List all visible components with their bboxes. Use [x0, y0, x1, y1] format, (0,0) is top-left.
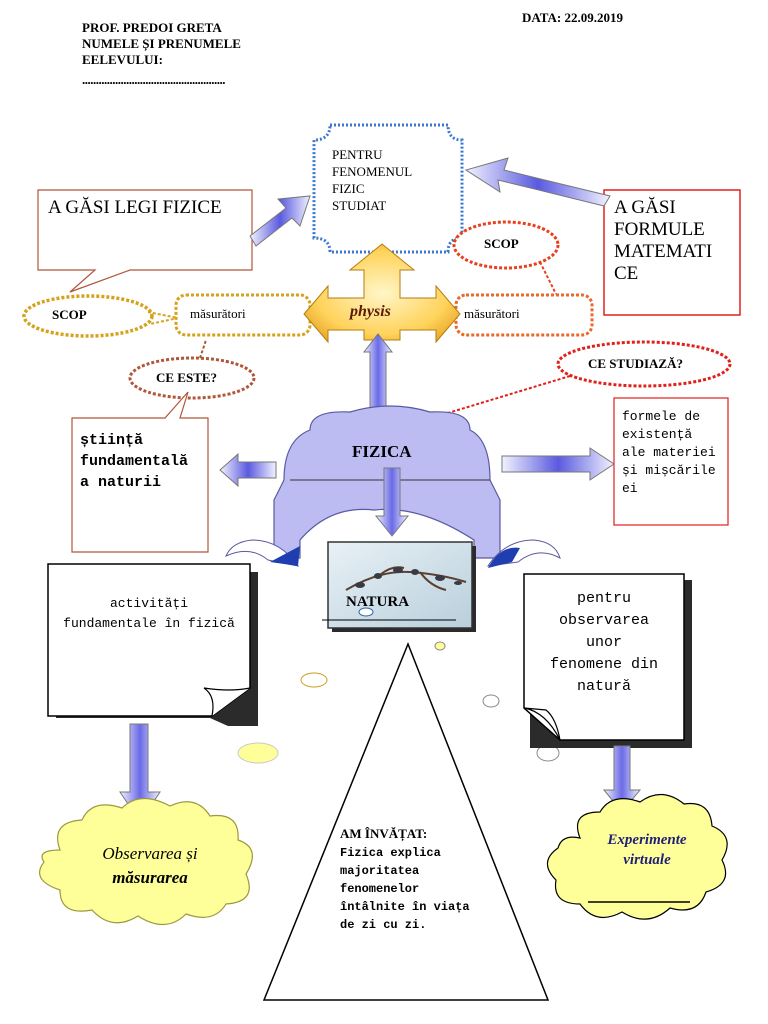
right-page-frame [523, 573, 685, 741]
ce-studiaza-label: CE STUDIAZĂ? [588, 356, 683, 371]
left-page-line: activități [109, 596, 188, 611]
physis-cross-arrow [303, 243, 461, 344]
triangle-line: majoritatea [340, 864, 420, 878]
arrow-left-to-topbox [249, 195, 311, 247]
nature-photo [327, 541, 473, 629]
scop-left-label: SCOP [52, 307, 87, 322]
right-page-line: unor [585, 634, 622, 651]
measure-right-label: măsurători [464, 306, 520, 321]
triangle-line: Fizica explica [340, 846, 441, 860]
triangle-frame [262, 641, 550, 1001]
arrow-fizica-left [219, 452, 277, 488]
triangle-line: întâlnite în viața [340, 900, 470, 914]
right-page-line: observarea [558, 612, 649, 629]
triangle-title: AM ÎNVĂȚAT: [340, 826, 428, 841]
triangle-text: Fizica explica majoritatea fenomenelor î… [340, 844, 470, 934]
right-page-text: pentru observarea unor fenomene din natu… [524, 588, 684, 698]
definition-line: fundamentală [80, 453, 189, 470]
arrow-fizica-right [501, 447, 615, 481]
studies-line: existență [622, 427, 693, 442]
scop-right-label: SCOP [484, 236, 519, 251]
right-callout-text: A GĂSI FORMULE MATEMATI CE [614, 197, 712, 285]
branch-illustration [345, 566, 467, 591]
left-page-line: fundamentale în fizică [63, 616, 235, 631]
definition-box-frame [71, 391, 209, 553]
top-box-line: PENTRU [332, 147, 383, 162]
top-box-frame [312, 123, 464, 254]
student-name-label-1: NUMELE ȘI PRENUMELE [82, 36, 241, 51]
right-cloud-line-2: virtuale [623, 852, 671, 868]
teacher-name: PROF. PREDOI GRETA [82, 20, 222, 35]
left-callout-frame [37, 189, 253, 293]
studies-line: ei [622, 481, 638, 496]
left-callout-text: A GĂSI LEGI FIZICE [48, 197, 222, 218]
fizica-title: FIZICA [352, 442, 412, 461]
top-box-line: FENOMENUL [332, 164, 413, 179]
measure-left-box [174, 293, 312, 337]
measure-right-box [454, 293, 594, 337]
right-page-line: pentru [576, 590, 631, 607]
right-page-line: natură [576, 678, 631, 695]
arrow-right-to-topbox [464, 157, 611, 207]
triangle-line: de zi cu zi. [340, 918, 427, 932]
ce-este-label: CE ESTE? [156, 370, 218, 385]
left-cloud-shape [39, 797, 253, 926]
studies-line: și mișcările [622, 463, 716, 478]
student-name-blank[interactable]: ........................................… [82, 72, 226, 87]
ce-studiaza-ellipse [556, 340, 732, 388]
student-name-label-2: EELEVULUI: [82, 52, 163, 67]
ce-este-ellipse [128, 356, 256, 400]
right-cloud-shape [546, 793, 728, 920]
scop-right-ellipse [452, 220, 560, 270]
left-cloud-line-2: măsurarea [112, 868, 188, 887]
definition-line: știință [80, 432, 144, 449]
studies-text: formele de existență ale materiei și miș… [622, 408, 716, 498]
scop-left-ellipse [22, 294, 154, 338]
physis-label: physis [350, 303, 391, 320]
definition-text: știință fundamentală a naturii [80, 430, 188, 493]
date-label: DATA: 22.09.2019 [522, 10, 623, 25]
right-page-line: fenomene din [549, 656, 659, 673]
right-callout-frame [603, 189, 741, 316]
studies-box-frame [613, 397, 729, 526]
left-cloud-text: Observarea și măsurarea [60, 842, 240, 890]
triangle-line: fenomenelor [340, 882, 420, 896]
arrow-fizica-down [374, 467, 410, 537]
studies-line: ale materiei [622, 445, 716, 460]
studies-line: formele de [622, 409, 701, 424]
measure-left-label: măsurători [190, 306, 246, 321]
right-callout-line: MATEMATI [614, 241, 713, 262]
top-box-line: FIZIC [332, 181, 365, 196]
definition-line: a naturii [80, 474, 162, 491]
nature-label: NATURA [346, 594, 410, 610]
right-callout-line: CE [614, 263, 639, 284]
top-box-text: PENTRU FENOMENUL FIZIC STUDIAT [332, 146, 412, 214]
left-cloud-line-1: Observarea și [102, 844, 198, 863]
right-cloud-text: Experimente virtuale [572, 830, 722, 870]
top-box-line: STUDIAT [332, 198, 387, 213]
arrow-fizica-up [362, 333, 394, 413]
right-callout-line: FORMULE [614, 219, 705, 240]
left-page-text: activități fundamentale în fizică [48, 594, 250, 634]
right-cloud-line-1: Experimente [607, 832, 687, 848]
right-callout-line: A GĂSI [614, 197, 676, 218]
